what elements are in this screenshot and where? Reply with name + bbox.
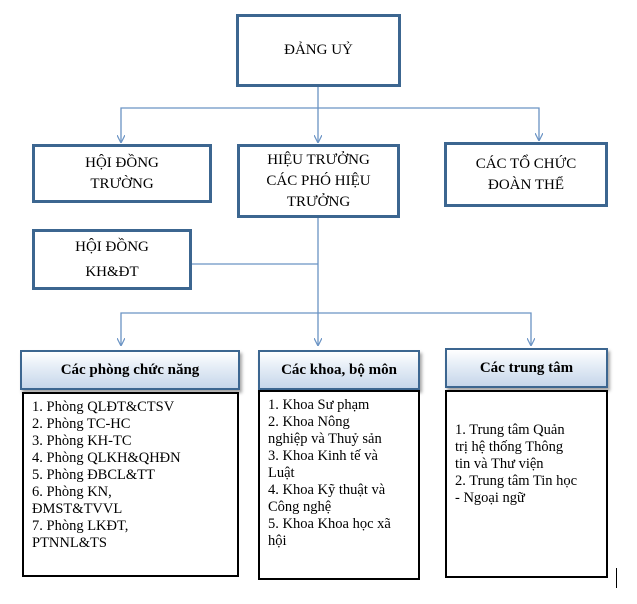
list-item: 1. Khoa Sư phạm — [268, 397, 370, 413]
list-item: 1. Phòng QLĐT&CTSV — [32, 399, 175, 415]
list-item: 2. Phòng TC-HC — [32, 416, 131, 432]
connector-to-trungtam — [318, 312, 531, 345]
hoi-dong-khdt-line-2: KH&ĐT — [85, 264, 139, 280]
list-item: 7. Phòng LKĐT, — [32, 518, 129, 534]
list-item: 2. Trung tâm Tin học — [455, 473, 578, 489]
hieu-truong-line-2: CÁC PHÓ HIỆU — [266, 172, 371, 189]
to-chuc-line-1: CÁC TỔ CHỨC — [475, 155, 577, 172]
list-item: Công nghệ — [268, 499, 332, 515]
list-item: trị hệ thống Thông — [455, 439, 564, 455]
group-header-trungtam: Các trung tâm — [445, 348, 608, 388]
list-item: 1. Trung tâm Quản — [455, 422, 565, 438]
list-item: Luật — [268, 465, 295, 481]
hoi-dong-truong-line-2: TRƯỜNG — [90, 175, 154, 192]
hoi-dong-truong-box: HỘI ĐỒNG TRƯỜNG — [32, 144, 212, 203]
group-list-trungtam: 1. Trung tâm Quản trị hệ thống Thông tin… — [445, 390, 608, 578]
dang-uy-box: ĐẢNG UỶ — [236, 14, 401, 87]
hieu-truong-line-3: TRƯỞNG — [286, 193, 351, 210]
to-chuc-doan-the-box: CÁC TỔ CHỨC ĐOÀN THỂ — [444, 142, 608, 207]
list-item: 2. Khoa Nông — [268, 414, 350, 430]
group-header-phong: Các phòng chức năng — [20, 350, 240, 390]
list-item: tin và Thư viện — [455, 456, 544, 472]
hoi-dong-khdt-box: HỘI ĐỒNG KH&ĐT — [32, 229, 192, 290]
group-header-khoa: Các khoa, bộ môn — [258, 350, 420, 390]
hoi-dong-khdt-line-1: HỘI ĐỒNG — [75, 239, 149, 255]
list-item: 6. Phòng KN, — [32, 484, 112, 500]
text-cursor-mark — [616, 568, 617, 588]
list-item: 3. Khoa Kinh tế và — [268, 448, 378, 464]
list-item: ĐMST&TVVL — [32, 501, 123, 517]
list-item: PTNNL&TS — [32, 535, 107, 551]
connector-to-phong — [121, 312, 318, 345]
list-item: hội — [268, 533, 287, 549]
hoi-dong-truong-line-1: HỘI ĐỒNG — [85, 154, 159, 171]
connector-top-to-left — [121, 107, 318, 142]
connector-top-to-right — [318, 107, 539, 140]
to-chuc-line-2: ĐOÀN THỂ — [488, 176, 564, 193]
list-item: 5. Phòng ĐBCL&TT — [32, 467, 155, 483]
dang-uy-title: ĐẢNG UỶ — [284, 42, 353, 58]
list-item: - Ngoại ngữ — [455, 490, 525, 506]
list-item: 4. Phòng QLKH&QHĐN — [32, 450, 181, 466]
list-item: 5. Khoa Khoa học xã — [268, 516, 391, 532]
hieu-truong-line-1: HIỆU TRƯỞNG — [267, 151, 370, 168]
group-list-phong: 1. Phòng QLĐT&CTSV 2. Phòng TC-HC 3. Phò… — [22, 392, 239, 577]
group-list-khoa: 1. Khoa Sư phạm 2. Khoa Nông nghiệp và T… — [258, 390, 420, 580]
list-item: nghiệp và Thuỷ sản — [268, 431, 382, 447]
list-item: 3. Phòng KH-TC — [32, 433, 132, 449]
list-item: 4. Khoa Kỹ thuật và — [268, 482, 386, 498]
hieu-truong-box: HIỆU TRƯỞNG CÁC PHÓ HIỆU TRƯỞNG — [237, 144, 400, 218]
